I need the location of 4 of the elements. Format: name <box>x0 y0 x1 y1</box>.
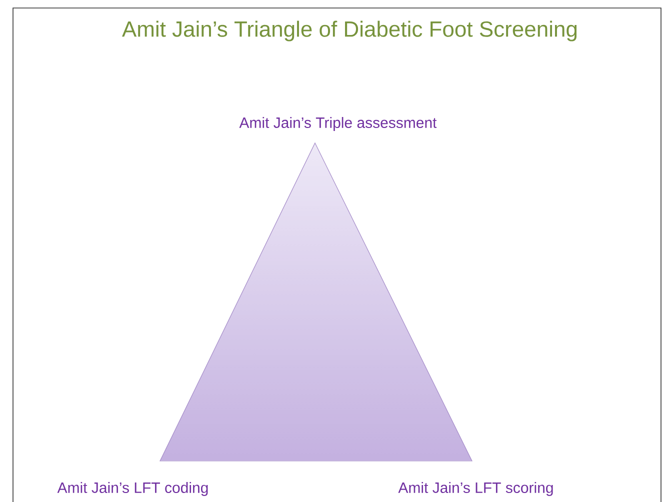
vertex-label: Amit Jain’s LFT scoring <box>398 482 553 496</box>
vertex-label: Amit Jain’s LFT coding <box>57 482 208 496</box>
vertex-label: Amit Jain’s Triple assessment <box>239 117 437 131</box>
title: Amit Jain’s Triangle of Diabetic Foot Screening <box>122 20 577 42</box>
